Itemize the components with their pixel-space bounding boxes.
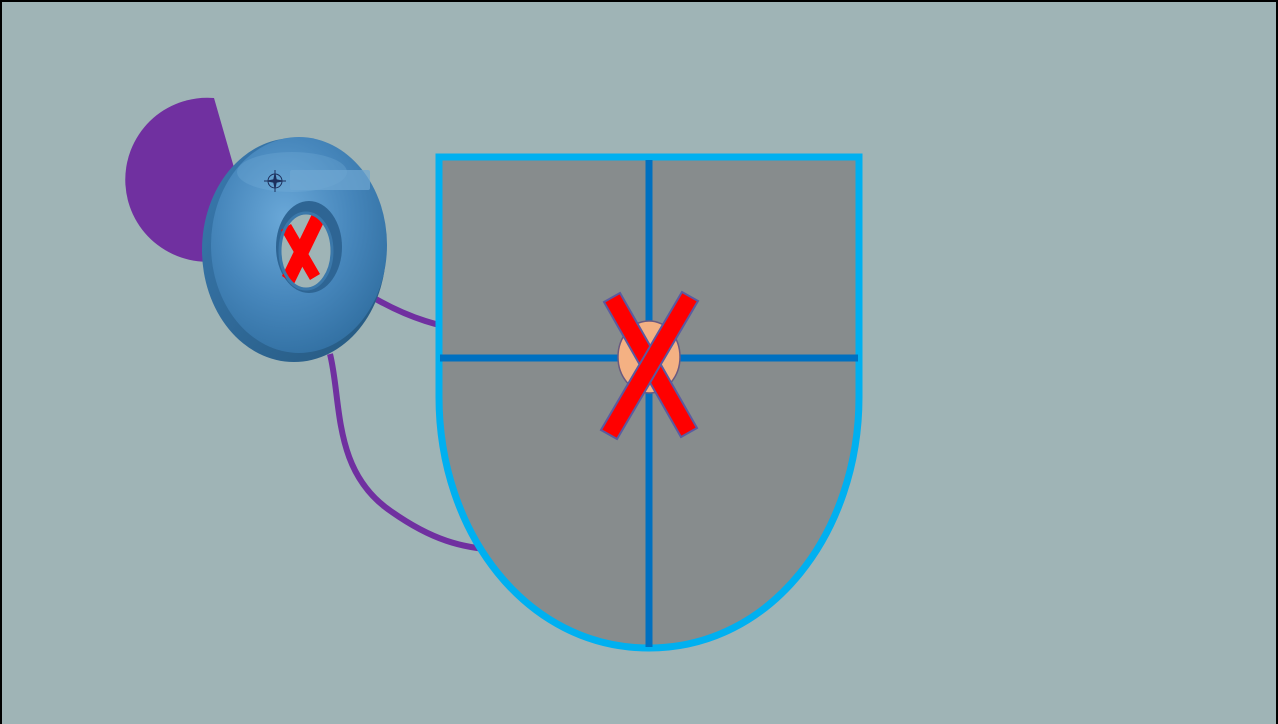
x-mark-icon bbox=[281, 214, 324, 284]
compass-rose-icon bbox=[264, 170, 286, 192]
connector-line-lower bbox=[327, 353, 498, 553]
ring-disc-icon bbox=[202, 137, 387, 362]
shield bbox=[435, 153, 863, 652]
x-mark-icon bbox=[599, 290, 700, 441]
disc-label-strip bbox=[290, 170, 370, 190]
